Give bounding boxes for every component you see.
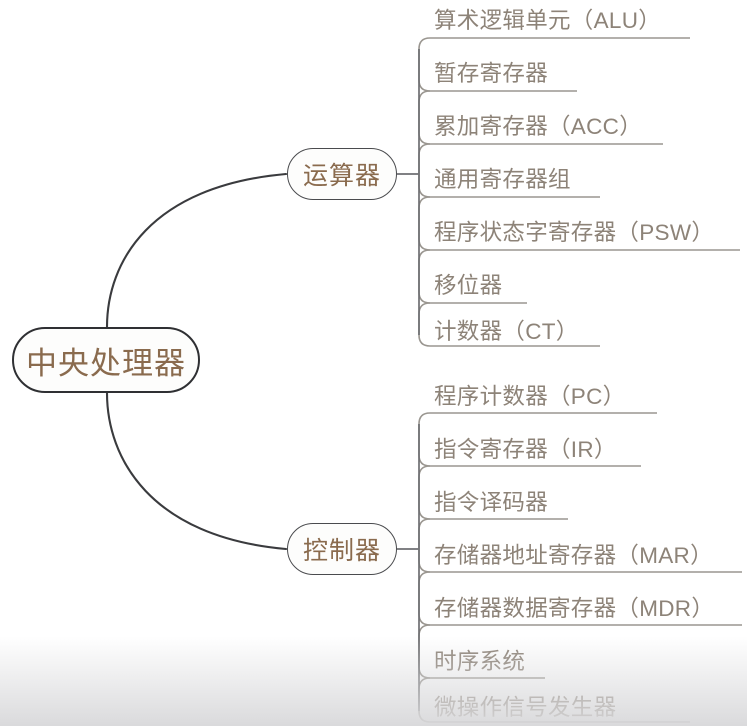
leaf-node[interactable]: 累加寄存器（ACC） bbox=[434, 109, 642, 141]
leaf-label: 微操作信号发生器 bbox=[434, 695, 617, 720]
leaf-label: 存储器地址寄存器（MAR） bbox=[434, 543, 713, 568]
leaf-node[interactable]: 指令寄存器（IR） bbox=[434, 432, 617, 464]
leaf-label: 累加寄存器（ACC） bbox=[434, 114, 643, 139]
leaf-label: 计数器（CT） bbox=[434, 319, 579, 344]
root-node-label: 中央处理器 bbox=[26, 345, 186, 381]
leaf-label: 程序状态字寄存器（PSW） bbox=[434, 220, 715, 245]
connector-root-to-branch-1 bbox=[105, 172, 288, 329]
leaf-node[interactable]: 算术逻辑单元（ALU） bbox=[434, 3, 661, 35]
leaf-node[interactable]: 通用寄存器组 bbox=[434, 162, 571, 194]
branch-node-label: 控制器 bbox=[302, 537, 381, 565]
root-node[interactable]: 中央处理器 bbox=[12, 327, 200, 393]
leaf-label: 指令译码器 bbox=[434, 490, 549, 515]
leaf-node[interactable]: 移位器 bbox=[434, 268, 502, 300]
leaf-node[interactable]: 计数器（CT） bbox=[434, 314, 579, 346]
leaf-label: 暂存寄存器 bbox=[434, 61, 549, 86]
leaf-label: 指令寄存器（IR） bbox=[434, 437, 617, 462]
connector-root-to-branch-2 bbox=[105, 391, 288, 551]
leaf-node[interactable]: 时序系统 bbox=[434, 644, 525, 676]
leaf-node[interactable]: 存储器数据寄存器（MDR） bbox=[434, 591, 714, 623]
leaf-label: 程序计数器（PC） bbox=[434, 384, 626, 409]
leaf-node[interactable]: 程序状态字寄存器（PSW） bbox=[434, 215, 714, 247]
leaf-node[interactable]: 指令译码器 bbox=[434, 485, 548, 517]
leaf-node[interactable]: 存储器地址寄存器（MAR） bbox=[434, 538, 713, 570]
branch-node-label: 运算器 bbox=[302, 162, 381, 190]
leaf-label: 移位器 bbox=[434, 273, 503, 298]
leaf-label: 算术逻辑单元（ALU） bbox=[434, 8, 662, 33]
branch-node-arithmetic-unit[interactable]: 运算器 bbox=[287, 148, 397, 200]
leaf-node[interactable]: 程序计数器（PC） bbox=[434, 379, 625, 411]
branch-node-controller[interactable]: 控制器 bbox=[287, 523, 397, 575]
leaf-node[interactable]: 暂存寄存器 bbox=[434, 56, 548, 88]
leaf-label: 存储器数据寄存器（MDR） bbox=[434, 596, 715, 621]
leaf-label: 时序系统 bbox=[434, 649, 526, 674]
leaf-label: 通用寄存器组 bbox=[434, 167, 571, 192]
leaf-node[interactable]: 微操作信号发生器 bbox=[434, 690, 616, 722]
